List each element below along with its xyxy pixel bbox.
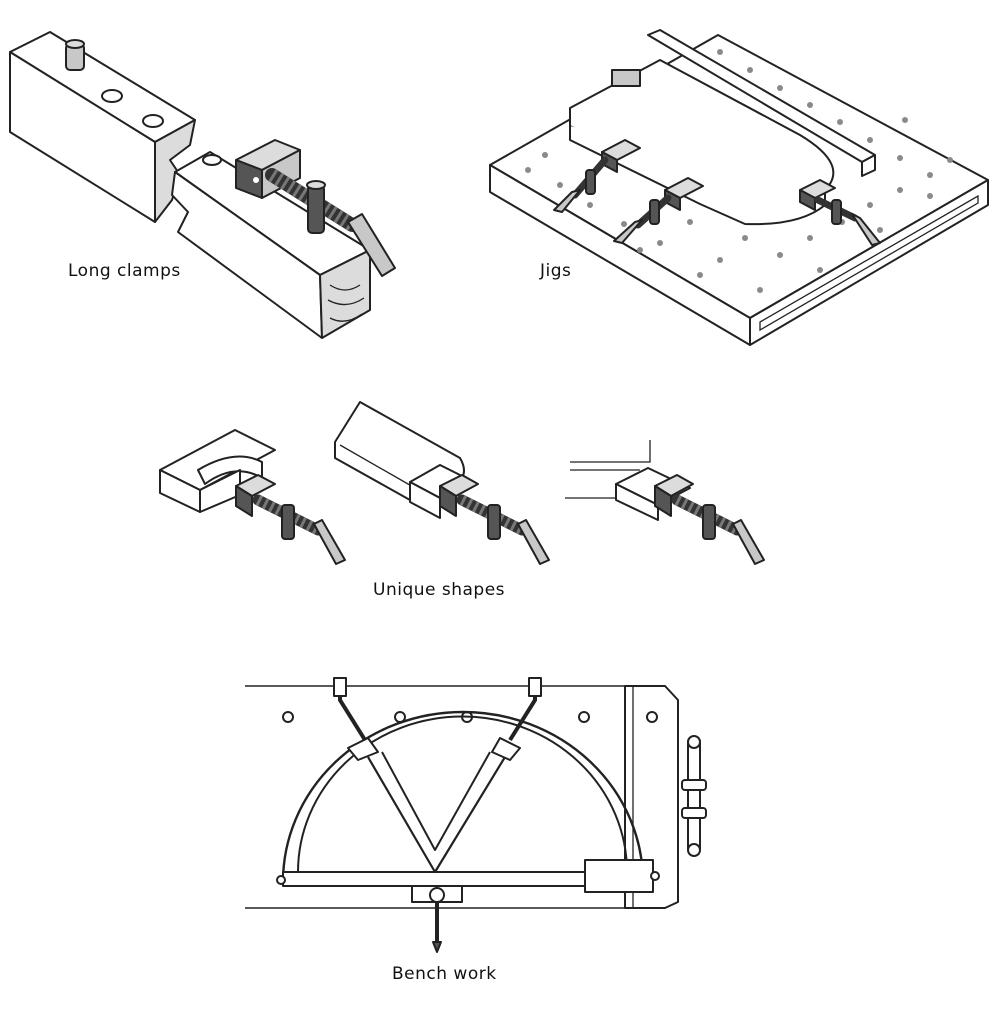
long-clamps-illustration: [9, 31, 396, 339]
unique-shapes-caption: Unique shapes: [373, 580, 506, 600]
jig-table-holes: [525, 49, 953, 293]
bench-work-illustration: [245, 677, 707, 953]
jigs-caption: Jigs: [540, 261, 572, 281]
unique-shapes-illustration: [159, 401, 765, 565]
long-clamps-caption: Long clamps: [68, 261, 181, 281]
bench-work-caption: Bench work: [392, 964, 497, 984]
jigs-illustration: [489, 29, 989, 346]
